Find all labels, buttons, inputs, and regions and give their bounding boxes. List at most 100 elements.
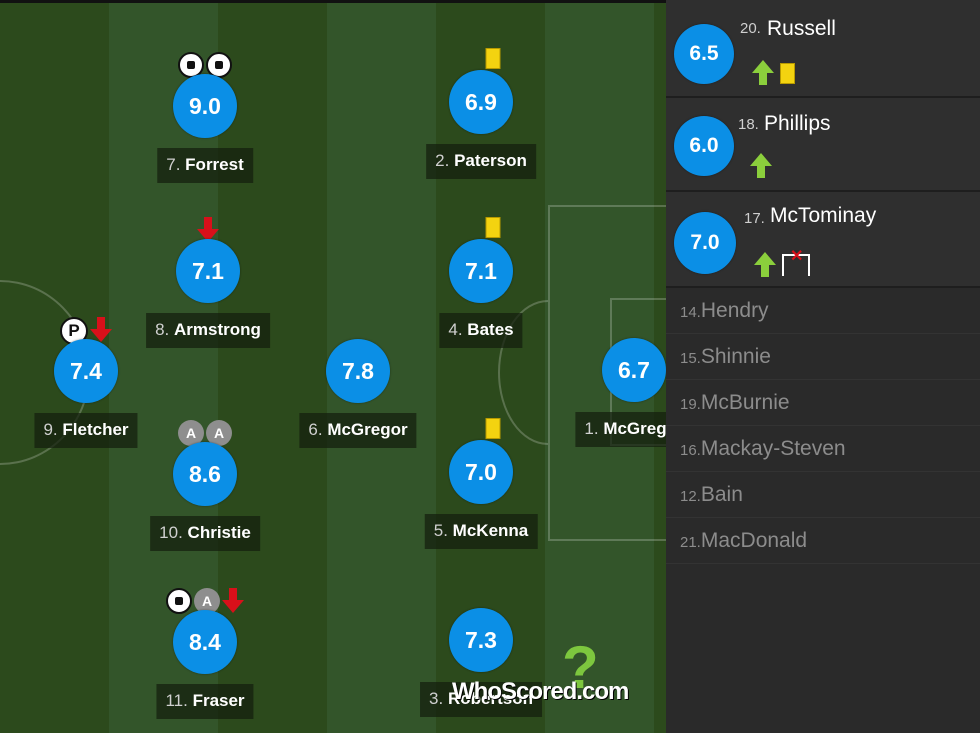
sub-on-arrow-icon (754, 252, 776, 278)
rating-bubble: 6.9 (449, 70, 513, 134)
rating-bubble: 7.4 (54, 339, 118, 403)
sub-row-russell[interactable]: 6.5 20. Russell (666, 0, 980, 98)
rating-bubble: 7.8 (326, 339, 390, 403)
player-name: Forrest (185, 155, 244, 174)
rating-bubble: 8.4 (173, 610, 237, 674)
event-icons (462, 48, 501, 69)
unused-sub-mackay-steven[interactable]: 16.Mackay-Steven (666, 426, 980, 472)
player-armstrong[interactable]: 7.1 8. Armstrong (133, 217, 283, 359)
event-icons (462, 217, 501, 238)
yellow-card-icon (485, 217, 501, 238)
player-bates[interactable]: 7.1 4. Bates (406, 217, 556, 359)
player-name: Bates (467, 320, 514, 339)
whoscored-logo: ? WhoScored.com (452, 638, 629, 706)
sub-off-arrow-icon (222, 588, 244, 614)
player-name-label: 4. Bates (439, 313, 523, 348)
assist-icon: A (178, 420, 204, 446)
unused-sub-hendry[interactable]: 14.Hendry (666, 288, 980, 334)
ball-icon (166, 588, 192, 614)
rating-bubble: 7.1 (449, 239, 513, 303)
player-name: Christie (187, 523, 251, 542)
player-name-label: 6. McGregor (299, 413, 417, 448)
sub-on-arrow-icon (752, 60, 774, 86)
sub-on-arrow-icon (750, 153, 772, 179)
player-name-label: 5. McKenna (424, 514, 538, 549)
player-number: 1. (584, 419, 599, 438)
player-forrest[interactable]: 9.0 7. Forrest (130, 52, 280, 194)
player-name-label: 2. Paterson (426, 144, 536, 179)
player-number: 10. (159, 523, 183, 542)
rating-bubble: 7.0 (449, 440, 513, 504)
player-name-label: 1. McGregor (575, 412, 666, 447)
player-name-label: 3. Robertson (420, 682, 542, 717)
logo-text: WhoScored (452, 678, 577, 705)
sub-off-arrow-icon (197, 217, 219, 243)
logo-question-mark: ? (562, 634, 599, 701)
player-name: Fraser (192, 691, 245, 710)
player-number: 4. (448, 320, 463, 339)
rating-bubble: 6.0 (674, 116, 734, 176)
player-name: Fletcher (62, 420, 129, 439)
player-name: McGregor (327, 420, 408, 439)
player-name: McGregor (603, 419, 666, 438)
event-icons: A (166, 588, 244, 614)
rating-bubble: 7.0 (674, 212, 736, 274)
player-name-label: 8. Armstrong (146, 313, 270, 348)
sub-number: 18. (738, 116, 759, 133)
player-name: McKenna (452, 521, 529, 540)
pitch-top-edge (0, 0, 666, 3)
event-icons (462, 418, 501, 439)
player-number: 9. (43, 420, 58, 439)
sub-name: McTominay (770, 204, 877, 227)
sub-name: Russell (767, 17, 836, 40)
player-number: 11. (165, 691, 188, 710)
rating-bubble: 6.5 (674, 24, 734, 84)
player-name-label: 10. Christie (150, 516, 260, 551)
player-number: 6. (308, 420, 323, 439)
yellow-card-icon (780, 62, 795, 84)
player-name-label: 7. Forrest (157, 148, 253, 183)
player-number: 5. (433, 521, 448, 540)
pitch: 9.0 7. Forrest 6.9 2. Paterson 7.1 8. Armst… (0, 0, 666, 733)
player-number: 2. (435, 151, 450, 170)
unused-sub-shinnie[interactable]: 15.Shinnie (666, 334, 980, 380)
player-number: 8. (155, 320, 170, 339)
sub-name: Phillips (764, 112, 831, 135)
player-mcgregor-1[interactable]: 6.71. McGregor (559, 338, 666, 458)
player-number: 3. (429, 689, 444, 708)
bench-panel: 6.5 20. Russell 6.0 18. Phillips 7.0 17.… (666, 0, 980, 733)
unused-sub-macdonald[interactable]: 21.MacDonald (666, 518, 980, 564)
player-name-label: 9. Fletcher (34, 413, 138, 448)
unused-sub-mcburnie[interactable]: 19.McBurnie (666, 380, 980, 426)
logo-suffix: .com (576, 678, 629, 705)
player-robertson[interactable]: 7.3 3. Robertson (406, 608, 556, 728)
player-number: 7. (166, 155, 181, 174)
rating-bubble: 7.1 (176, 239, 240, 303)
player-name-label: 11. Fraser (156, 684, 254, 719)
player-name: Robertson (447, 689, 533, 708)
sub-off-arrow-icon (90, 317, 112, 343)
sub-row-phillips[interactable]: 6.0 18. Phillips (666, 98, 980, 192)
player-name: Paterson (454, 151, 527, 170)
sub-number: 20. (740, 20, 761, 37)
ball-icon (178, 52, 204, 78)
player-paterson[interactable]: 6.9 2. Paterson (406, 48, 556, 190)
rating-bubble: 6.7 (602, 338, 666, 402)
rating-bubble: 8.6 (173, 442, 237, 506)
rating-bubble: 9.0 (173, 74, 237, 138)
missed-shot-icon (782, 246, 810, 276)
unused-sub-bain[interactable]: 12.Bain (666, 472, 980, 518)
event-icons (197, 217, 219, 243)
sub-number: 17. (744, 210, 765, 227)
rating-bubble: 7.3 (449, 608, 513, 672)
assist-icon: A (194, 588, 220, 614)
sub-row-mctominay[interactable]: 7.0 17. McTominay (666, 192, 980, 288)
yellow-card-icon (485, 48, 501, 69)
yellow-card-icon (485, 418, 501, 439)
